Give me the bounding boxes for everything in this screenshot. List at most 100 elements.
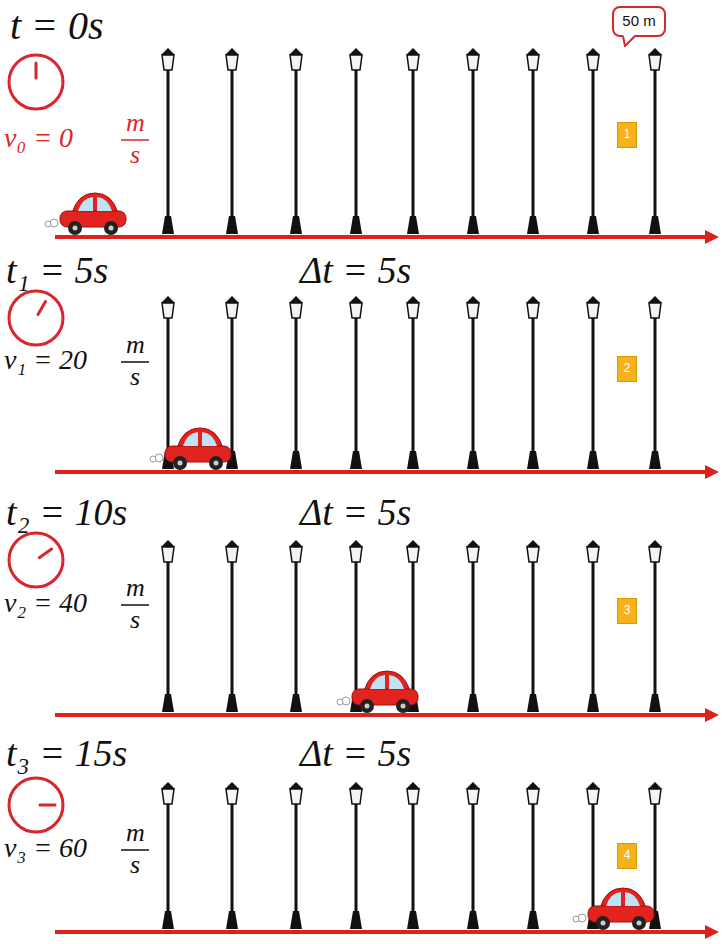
lamp-cap <box>349 782 363 789</box>
lamp-lantern <box>162 547 174 562</box>
lamp-post <box>466 782 480 929</box>
lamp-pole <box>412 562 415 696</box>
lamp-base <box>290 694 302 712</box>
axis-arrowhead <box>705 708 719 722</box>
axis-arrowhead <box>705 230 719 244</box>
lamp-cap <box>526 782 540 789</box>
lamp-base <box>350 216 362 234</box>
lamp-post <box>161 48 175 234</box>
clock-face <box>9 533 63 587</box>
lamp-post <box>648 296 662 469</box>
lamp-base <box>527 451 539 469</box>
panel-number: 4 <box>617 843 637 869</box>
lamp-cap <box>225 296 239 303</box>
lamp-post <box>648 540 662 712</box>
lamp-cap <box>349 48 363 55</box>
car-hubcap <box>601 921 606 926</box>
panel-number: 3 <box>617 598 637 624</box>
lamp-pole <box>654 318 657 453</box>
lamp-lantern <box>226 547 238 562</box>
lamp-base <box>350 451 362 469</box>
lamp-base <box>162 911 174 929</box>
lamp-lantern <box>649 789 661 804</box>
lamp-cap <box>225 540 239 547</box>
clock-face <box>9 778 63 832</box>
lamp-cap <box>406 48 420 55</box>
lamp-cap <box>586 48 600 55</box>
car-hubcap <box>73 226 78 231</box>
exhaust-puff <box>573 916 579 922</box>
panel-number: 2 <box>617 356 637 382</box>
lamp-base <box>407 216 419 234</box>
lamp-cap <box>161 48 175 55</box>
lamp-post <box>526 296 540 469</box>
lamp-pole <box>295 318 298 453</box>
lamp-pole <box>472 804 475 913</box>
lamp-post <box>349 296 363 469</box>
unit-denominator: s <box>130 851 140 880</box>
lamp-cap <box>225 782 239 789</box>
lamp-pole <box>231 562 234 696</box>
lamp-pole <box>472 70 475 218</box>
panel-number-text: 3 <box>624 604 631 617</box>
callout-tail <box>622 35 638 47</box>
clock-hand <box>38 302 46 315</box>
car-hubcap <box>365 704 370 709</box>
lamp-lantern <box>407 55 419 70</box>
lamp-base <box>587 216 599 234</box>
lamp-base <box>649 694 661 712</box>
car-hubcap <box>178 461 183 466</box>
lamp-pole <box>654 804 657 913</box>
lamp-cap <box>526 48 540 55</box>
lamp-pole <box>355 318 358 453</box>
lamp-base <box>649 216 661 234</box>
lamp-cap <box>648 296 662 303</box>
car-window <box>97 197 112 211</box>
lamp-post <box>289 540 303 712</box>
panel-number-text: 1 <box>624 128 631 141</box>
lamp-lantern <box>467 547 479 562</box>
lamp-post <box>586 540 600 712</box>
clock-face <box>9 291 63 345</box>
stopwatch <box>9 533 63 587</box>
lamp-lantern <box>587 303 599 318</box>
car-hubcap <box>401 704 406 709</box>
exhaust-puff <box>337 699 343 705</box>
lamp-cap <box>406 782 420 789</box>
lamp-base <box>226 911 238 929</box>
lamp-pole <box>654 562 657 696</box>
lamp-pole <box>412 804 415 913</box>
lamp-lantern <box>290 303 302 318</box>
lamp-post <box>225 782 239 929</box>
lamp-lantern <box>162 789 174 804</box>
lamp-lantern <box>226 303 238 318</box>
lamp-post <box>349 782 363 929</box>
axis-arrowhead <box>705 925 719 939</box>
lamp-base <box>290 451 302 469</box>
car-cabin <box>72 193 118 213</box>
stopwatch <box>9 291 63 345</box>
lamp-post <box>586 48 600 234</box>
lamp-lantern <box>350 789 362 804</box>
lamp-cap <box>225 48 239 55</box>
lamp-base <box>587 451 599 469</box>
lamp-lantern <box>467 55 479 70</box>
lamp-base <box>226 694 238 712</box>
lamp-pole <box>167 562 170 696</box>
lamp-lantern <box>350 55 362 70</box>
car-wheel <box>209 456 223 470</box>
lamp-cap <box>406 296 420 303</box>
lamp-cap <box>466 48 480 55</box>
lamp-cap <box>161 782 175 789</box>
lamp-post <box>161 296 175 469</box>
lamp-pole <box>167 70 170 218</box>
panel-number: 1 <box>617 122 637 148</box>
stopwatch <box>9 778 63 832</box>
lamp-cap <box>289 782 303 789</box>
car <box>573 888 654 930</box>
lamp-lantern <box>350 547 362 562</box>
lamp-cap <box>526 540 540 547</box>
car-window <box>202 432 217 446</box>
lamp-lantern <box>467 303 479 318</box>
distance-callout: 50 m <box>612 6 666 37</box>
